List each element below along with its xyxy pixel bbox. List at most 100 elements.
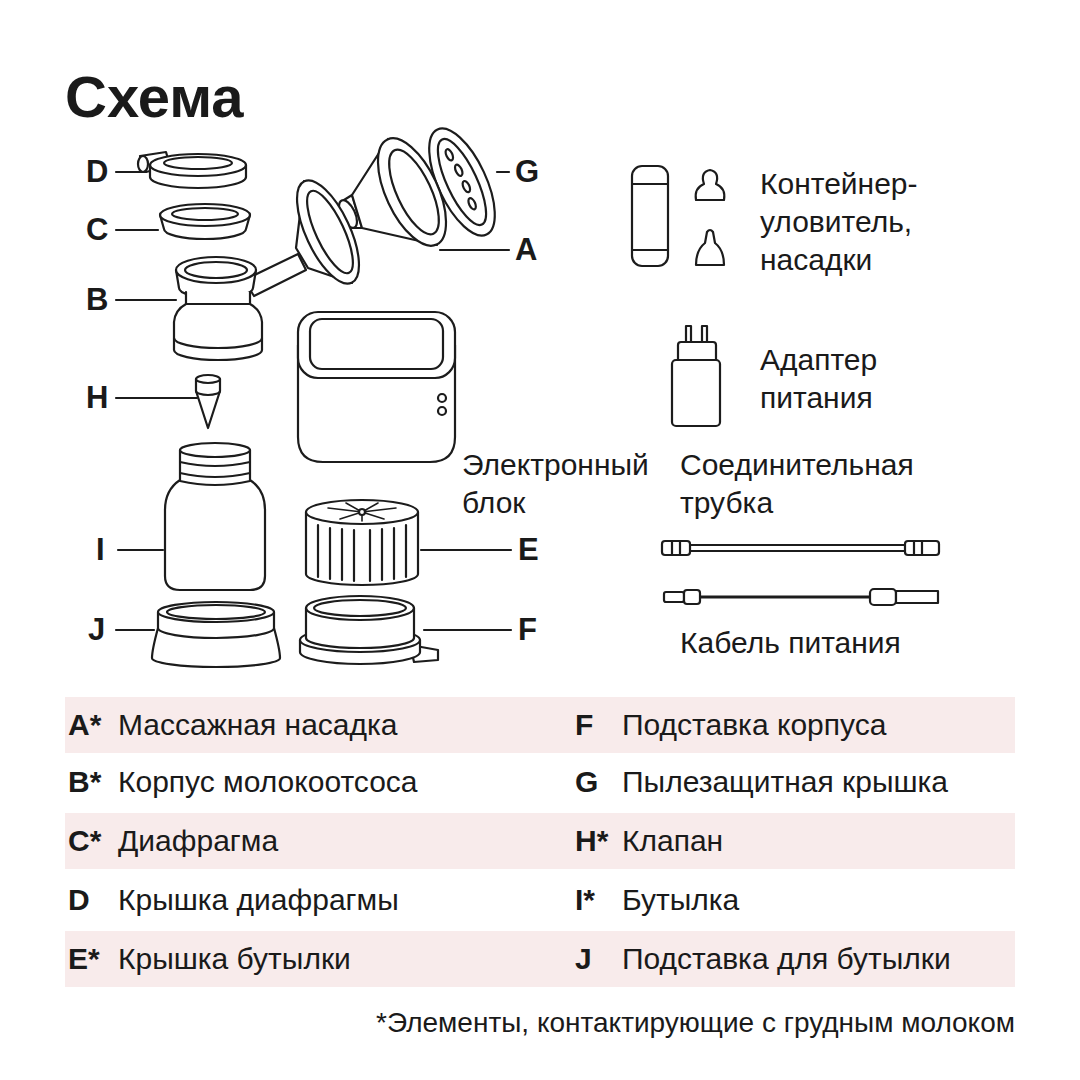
bottle-stand-drawing-part bbox=[167, 605, 265, 619]
diagram-title: Схема bbox=[65, 62, 244, 132]
connecting-tube-drawing-part bbox=[905, 541, 939, 555]
table-row-band: E* Крышка бутылки J Подставка для бутылки bbox=[65, 931, 1015, 987]
callout-letter: I bbox=[96, 531, 105, 569]
legend-text: Диафрагма bbox=[118, 822, 278, 860]
power-cable-drawing-part bbox=[684, 590, 700, 604]
diaphragm-drawing-part bbox=[172, 208, 238, 220]
electronic-unit-drawing-part bbox=[438, 407, 446, 415]
legend-text: Подставка для бутылки bbox=[622, 940, 951, 978]
diaphragm-cover-drawing bbox=[138, 152, 246, 188]
leader-line-part bbox=[424, 629, 511, 631]
part-label: Соединительная трубка bbox=[680, 446, 980, 522]
footnote: *Элементы, контактирующие с грудным моло… bbox=[376, 1004, 1015, 1042]
legend-text: Крышка диафрагмы bbox=[118, 881, 399, 919]
callout-letter: J bbox=[88, 611, 105, 649]
power-adapter-drawing-part bbox=[672, 360, 720, 426]
pump-body-drawing-part bbox=[174, 304, 262, 360]
callout-letter: E bbox=[518, 531, 539, 569]
callout-letter: G bbox=[515, 153, 539, 191]
bottle-lid-drawing-part bbox=[359, 509, 365, 515]
electronic-unit-drawing-part bbox=[310, 319, 443, 369]
power-adapter-drawing-part bbox=[702, 326, 707, 342]
pump-body-drawing-part bbox=[284, 172, 371, 292]
power-cable-drawing bbox=[664, 589, 938, 605]
leader-line-part bbox=[440, 249, 509, 251]
legend-text: Подставка корпуса bbox=[622, 706, 886, 744]
catcher-container-drawing-part bbox=[696, 170, 725, 200]
bottle-drawing-part bbox=[180, 462, 250, 485]
bottle-drawing-part bbox=[165, 450, 265, 590]
legend-letter: F bbox=[575, 706, 593, 744]
power-cable-drawing-part bbox=[870, 589, 896, 605]
bottle-stand-drawing-part bbox=[158, 602, 274, 622]
electronic-unit-drawing bbox=[298, 312, 455, 462]
connecting-tube-drawing-part bbox=[914, 541, 922, 555]
bottle-drawing bbox=[165, 443, 265, 590]
part-label: Адаптер питания bbox=[760, 341, 960, 417]
bottle-lid-drawing-part bbox=[318, 525, 406, 581]
catcher-container-drawing-part bbox=[632, 184, 668, 250]
body-stand-drawing bbox=[300, 596, 438, 664]
callout-letter: F bbox=[518, 611, 537, 649]
diaphragm-drawing bbox=[160, 204, 250, 239]
callout-letter: C bbox=[86, 211, 108, 249]
legend-letter: H* bbox=[575, 822, 608, 860]
part-label: Электронный блок bbox=[462, 446, 667, 522]
valve-drawing-part bbox=[196, 391, 220, 395]
legend-letter: D bbox=[68, 881, 90, 919]
massage-insert-drawing-part bbox=[364, 128, 460, 255]
diaphragm-cover-drawing-part bbox=[164, 157, 232, 169]
leader-line-part bbox=[116, 229, 158, 231]
callout-letter: D bbox=[86, 153, 108, 191]
callout-letter: H bbox=[86, 379, 108, 417]
bottle-stand-drawing-part bbox=[158, 628, 274, 638]
valve-drawing-part bbox=[196, 375, 220, 383]
massage-insert-drawing-part bbox=[379, 143, 449, 241]
legend-text: Корпус молокоотсоса bbox=[118, 763, 418, 801]
legend-text: Крышка бутылки bbox=[118, 940, 351, 978]
pump-body-drawing-part bbox=[185, 262, 247, 278]
legend-text: Бутылка bbox=[622, 881, 739, 919]
diaphragm-cover-drawing-part bbox=[138, 156, 148, 172]
connecting-tube-drawing-part bbox=[662, 541, 690, 555]
connecting-tube-drawing bbox=[662, 541, 939, 555]
body-stand-drawing-part bbox=[306, 596, 414, 620]
callout-letter: B bbox=[86, 281, 108, 319]
electronic-unit-drawing-part bbox=[438, 394, 446, 402]
dust-cover-drawing-part-part bbox=[461, 180, 472, 193]
connecting-tube-drawing-part bbox=[672, 541, 680, 555]
legend-text: Пылезащитная крышка bbox=[622, 763, 948, 801]
power-adapter-drawing-part bbox=[686, 326, 691, 342]
pump-body-drawing-part bbox=[176, 257, 256, 283]
leader-line-part bbox=[497, 171, 509, 173]
legend-letter: J bbox=[575, 940, 592, 978]
bottle-lid-drawing-part bbox=[328, 503, 396, 521]
leader-line-part bbox=[421, 549, 511, 551]
table-row-band: A* Массажная насадка F Подставка корпуса bbox=[65, 697, 1015, 753]
legend-letter: B* bbox=[68, 763, 101, 801]
bottle-lid-drawing bbox=[306, 500, 418, 585]
electronic-unit-drawing-part bbox=[298, 312, 455, 378]
diaphragm-cover-drawing-part bbox=[150, 154, 246, 176]
pump-body-drawing-part bbox=[186, 292, 250, 304]
catcher-container-drawing-part bbox=[696, 230, 724, 265]
pump-body-drawing-part bbox=[174, 338, 262, 348]
catcher-container-drawing-part bbox=[632, 166, 668, 266]
legend-text: Массажная насадка bbox=[118, 706, 398, 744]
diaphragm-drawing-part bbox=[160, 204, 250, 226]
power-cable-drawing-part bbox=[664, 592, 684, 602]
legend-letter: I* bbox=[575, 881, 595, 919]
leader-line-part bbox=[116, 397, 197, 399]
power-cable-drawing-part bbox=[700, 596, 870, 599]
callout-letter: A bbox=[515, 231, 537, 269]
legend-letter: E* bbox=[68, 940, 100, 978]
legend-text: Клапан bbox=[622, 822, 723, 860]
legend-letter: A* bbox=[68, 706, 101, 744]
power-adapter-drawing bbox=[672, 326, 720, 426]
bottle-drawing-part bbox=[180, 443, 250, 457]
bottle-stand-drawing bbox=[152, 602, 280, 667]
body-stand-drawing-part bbox=[314, 600, 406, 616]
leader-line bbox=[116, 172, 511, 630]
leader-line-part bbox=[118, 549, 163, 551]
